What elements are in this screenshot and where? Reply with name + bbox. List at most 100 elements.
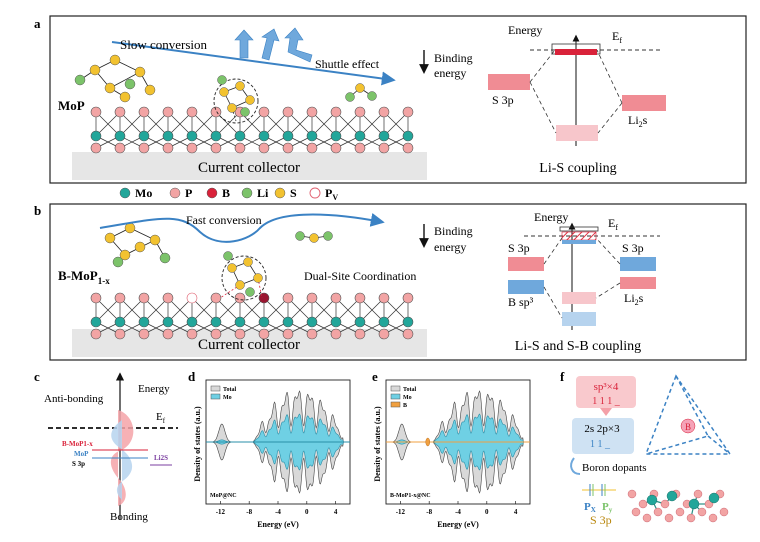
lattice-mo-atom [378,130,390,142]
tick-label: 0 [305,508,309,516]
lattice-mo-atom [306,130,318,142]
panel-b: b Current collector [34,203,747,361]
lattice-p-atom [210,292,222,304]
fast-conversion-arrow [99,213,385,243]
mop-label: MoP [58,98,85,113]
lattice-mo-atom [330,316,342,328]
panel-c-letter: c [34,369,40,384]
lattice-p-atom [138,142,150,154]
binding-label-b1: Binding [434,224,473,238]
tick-label: -4 [275,508,281,516]
current-collector-b [72,329,427,357]
lattice-mo-atom [378,316,390,328]
lattice-p-atom [234,292,246,304]
panel-f-letter: f [560,369,565,384]
lattice-p-atom [162,328,174,340]
ylabel-e: Density of states (a.u.) [373,406,382,482]
crystal-mo-atom [708,492,720,504]
s3p-label-a: S 3p [492,93,514,107]
crystal-p-atom [664,513,674,523]
lattice-p-atom [282,292,294,304]
lattice-p-atom [186,328,198,340]
lattice-mo-atom [186,316,198,328]
lattice-p-atom [234,328,246,340]
px-label: PX [584,501,596,514]
crystal-p-atom [686,513,696,523]
energy-label-b: Energy [534,210,568,224]
dos-b-peak [425,437,430,447]
level-bonding-b-pink [562,292,596,304]
tick-label: -12 [396,508,406,516]
level-s3p-b-left [508,257,544,271]
lattice-p-atom [258,328,270,340]
lattice-p-atom [378,106,390,118]
lattice-mo-atom [90,316,102,328]
legend-e-total: Total [403,387,416,393]
lattice-p-atom [330,292,342,304]
s3p-right-label: S 3p [622,241,644,255]
lattice-p-atom [402,142,414,154]
lattice-p-atom [186,142,198,154]
lattice-p-atom [282,106,294,118]
atom-legend: Mo P B Li S PV [119,186,338,202]
polysulfide-cluster-b [104,222,171,268]
shuttle-effect-label: Shuttle effect [315,57,380,71]
xlabel-d: Energy (eV) [257,520,299,529]
lattice-p-atom [162,292,174,304]
legend-b: B [222,186,230,200]
lattice-mo-atom [138,316,150,328]
crystal-p-atom [693,489,703,499]
lattice-p-atom [306,106,318,118]
lattice-p-atom [138,106,150,118]
panel-b-frame [49,203,747,361]
orbital-box [572,418,634,454]
lattice-p-atom [354,106,366,118]
lattice-mo-atom [282,130,294,142]
panel-a-letter: a [34,16,41,31]
panel-a: a Current collector [34,15,747,184]
level-li2s-a [622,95,666,111]
energy-diagram-b: Energy Ef S 3p B sp³ S 3p Li2s Li-S and … [508,210,660,354]
legend-mo: Mo [135,186,152,200]
lattice-p-atom [186,292,198,304]
lattice-p-atom [258,106,270,118]
li-s-coupling-label: Li-S coupling [539,161,616,176]
lattice-mo-atom [210,130,222,142]
legend-d-total: Total [223,387,236,393]
li2s-small-b [295,231,333,243]
lattice-p-atom [114,328,126,340]
slow-conversion-arrow [111,41,396,86]
tag-d: MoP@NC [210,493,237,499]
lattice-mo-atom [234,130,246,142]
panel-d: d Total Mo MoP@NC Density of states (a.u… [188,369,351,529]
legend-e: Total Mo B [390,385,416,409]
lattice-mo-atom [306,316,318,328]
lattice-p-atom [234,142,246,154]
tag-e: B-MoP1-x@NC [390,493,431,499]
crystal-p-atom [631,507,641,517]
lattice-p-atom [90,142,102,154]
lattice-p-atom [330,328,342,340]
li2s-label-a: Li2s [628,113,648,129]
lattice-p-atom [138,328,150,340]
lattice-p-atom [282,328,294,340]
lattice-p-atom [210,142,222,154]
crystal-p-atom [660,499,670,509]
binding-label-b2: energy [434,240,466,254]
ef-label-c: Ef [156,411,166,425]
crystal-structure [627,489,729,523]
boron-dopants-label: Boron dopants [582,462,646,474]
bonding-label: Bonding [110,511,148,523]
lattice-p-atom [402,328,414,340]
lattice-p-atom [90,292,102,304]
crystal-mo-atom [646,494,658,506]
px-py-levels [582,484,616,496]
lattice-p-atom [282,142,294,154]
collector-label-a: Current collector [198,160,300,176]
lattice-p-atom [306,292,318,304]
lattice-mo-atom [354,130,366,142]
lattice-p-atom [354,328,366,340]
lattice-p-atom [258,142,270,154]
tetrahedron [644,374,732,455]
panel-b-letter: b [34,203,41,218]
